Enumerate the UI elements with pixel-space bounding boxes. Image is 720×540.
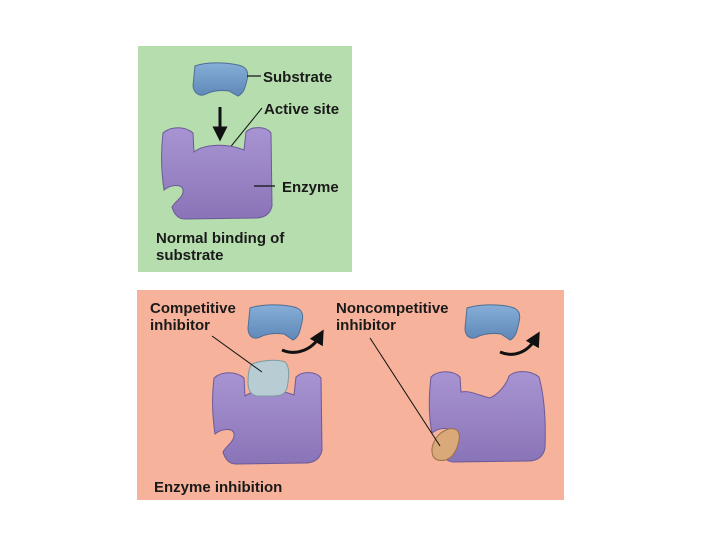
noncompetitive-inhibitor-leader-line xyxy=(369,337,441,447)
active-site-label: Active site xyxy=(264,101,339,118)
competitive-inhibitor-label-line2: inhibitor xyxy=(150,317,210,334)
noncompetitive-inhibitor-label-line1: Noncompetitive xyxy=(336,300,449,317)
competitive-inhibitor-label-line1: Competitive xyxy=(150,300,236,317)
competitive-inhibitor-leader-line xyxy=(211,335,263,373)
competitive-inhibitor-shape xyxy=(247,359,290,397)
substrate-shape-noncompetitive xyxy=(464,304,521,341)
normal-caption-line1: Normal binding of xyxy=(156,230,285,247)
enzyme-shape xyxy=(161,127,273,220)
substrate-label: Substrate xyxy=(263,69,332,86)
substrate-shape xyxy=(192,62,249,97)
enzyme-label: Enzyme xyxy=(282,179,339,196)
deflection-arrow-noncompetitive xyxy=(499,331,540,356)
active-site-leader-line xyxy=(227,107,263,151)
noncompetitive-inhibitor-label-line2: inhibitor xyxy=(336,317,396,334)
inhibition-caption: Enzyme inhibition xyxy=(154,479,282,496)
deflection-arrow-competitive xyxy=(281,329,324,354)
substrate-shape-competitive xyxy=(247,304,304,341)
noncompetitive-inhibitor-shape xyxy=(431,428,460,461)
normal-caption-line2: substrate xyxy=(156,247,224,264)
